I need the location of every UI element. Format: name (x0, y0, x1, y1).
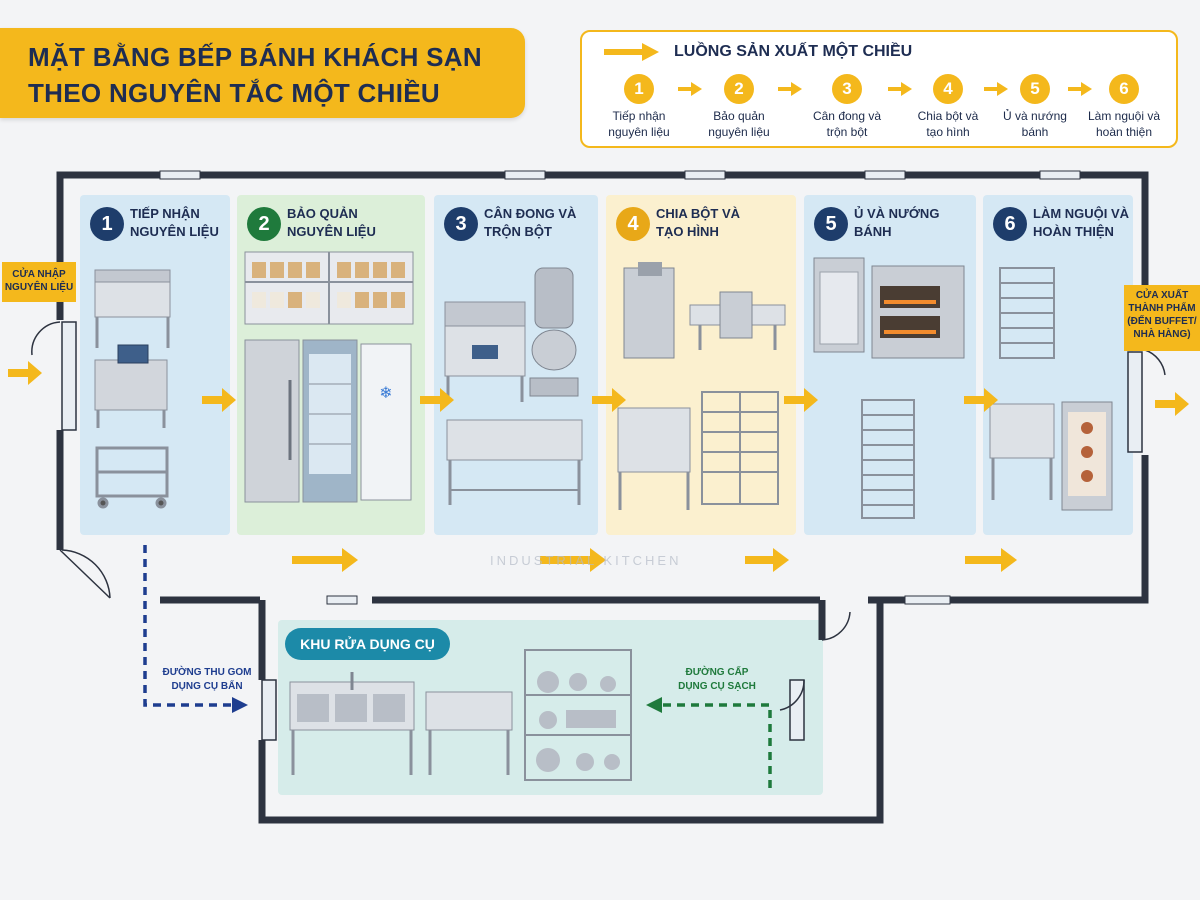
arrow-right-icon (678, 82, 702, 96)
legend-step-2: 2 Bảo quản nguyên liệu (684, 74, 794, 140)
zone-proofing-baking: 5 Ủ VÀ NƯỚNG BÁNH (804, 195, 976, 535)
title-banner: MẶT BẰNG BẾP BÁNH KHÁCH SẠN THEO NGUYÊN … (0, 28, 525, 118)
legend-step-number: 1 (624, 74, 654, 104)
legend-step-label: Ủ và nướng bánh (1003, 109, 1067, 139)
door-wash-dirty (261, 679, 277, 741)
legend-step-number: 3 (832, 74, 862, 104)
arrow-right-icon (984, 82, 1008, 96)
door-wash-clean (779, 611, 851, 741)
arrow-right-icon (784, 388, 818, 412)
arrow-right-icon (592, 388, 626, 412)
windows (159, 170, 1081, 605)
arrow-right-icon (292, 548, 358, 572)
legend-step-number: 4 (933, 74, 963, 104)
arrow-right-icon (1068, 82, 1092, 96)
shaping-worktable (617, 407, 691, 510)
legend-arrow-icon (604, 43, 659, 61)
legend-step-5: 5 Ủ và nướng bánh (980, 74, 1090, 140)
legend-step-label: Tiếp nhận nguyên liệu (608, 109, 670, 139)
deck-oven (871, 265, 965, 359)
arrow-right-icon (964, 388, 998, 412)
zone-label: TIẾP NHẬN NGUYÊN LIỆU (130, 206, 219, 239)
utensil-shelf (524, 649, 632, 781)
finishing-worktable (989, 403, 1055, 500)
clean-utensil-path (646, 697, 772, 788)
rack-trolley (861, 399, 915, 519)
platform-scale (94, 344, 168, 428)
triple-sink (289, 672, 415, 775)
title-line-1: MẶT BẰNG BẾP BÁNH KHÁCH SẠN (28, 42, 482, 72)
legend-step-number: 2 (724, 74, 754, 104)
exit-door-tag: CỬA XUẤT THÀNH PHẨM (ĐẾN BUFFET/ NHÀ HÀN… (1124, 285, 1200, 351)
arrow-right-icon (1155, 392, 1189, 416)
legend-step-1: 1 Tiếp nhận nguyên liệu (584, 74, 694, 140)
dough-divider (623, 262, 675, 359)
mixing-worktable (446, 419, 583, 505)
zone-number-badge: 5 (814, 207, 848, 241)
watermark: INDUSTRIAL KITCHEN (490, 553, 682, 568)
dirty-path-label: ĐƯỜNG THU GOM DỤNG CỤ BẨN (162, 667, 252, 692)
dirty-utensil-path (143, 545, 248, 713)
snowflake-icon: ❄ (379, 383, 392, 402)
legend-heading: LUỒNG SẢN XUẤT MỘT CHIỀU (604, 40, 912, 64)
zone-number-badge: 2 (247, 207, 281, 241)
weighing-table (444, 301, 526, 402)
zone-number-badge: 3 (444, 207, 478, 241)
arrow-right-icon (232, 697, 248, 713)
display-cabinet (1061, 401, 1113, 511)
zone-number-badge: 4 (616, 207, 650, 241)
washing-area-label: KHU RỬA DỤNG CỤ (285, 628, 450, 660)
arrow-right-icon (888, 82, 912, 96)
legend-step-label: Chia bột và tạo hình (917, 109, 979, 139)
ingredient-trolley (95, 446, 169, 509)
arrow-right-icon (745, 548, 789, 572)
freezer: ❄ (360, 343, 412, 501)
arrow-right-icon (778, 82, 802, 96)
legend-step-label: Bảo quản nguyên liệu (708, 109, 770, 139)
zone-label: CHIA BỘT VÀ TẠO HÌNH (656, 206, 741, 239)
glass-door-refrigerator (302, 339, 358, 503)
legend-step-label: Cân đong và trộn bột (812, 109, 882, 139)
title-line-2: THEO NGUYÊN TẮC MỘT CHIỀU (28, 78, 440, 108)
cooling-rack (999, 267, 1055, 359)
entry-door-tag: CỬA NHẬP NGUYÊN LIỆU (2, 262, 76, 302)
zone-label: LÀM NGUỘI VÀ HOÀN THIỆN (1033, 206, 1130, 239)
door-entry (31, 321, 77, 431)
arrow-right-icon (540, 548, 606, 572)
arrow-right-icon (420, 388, 454, 412)
planetary-mixer (529, 267, 579, 397)
receiving-worktable (94, 269, 171, 348)
legend-step-number: 6 (1109, 74, 1139, 104)
arrow-left-icon (646, 697, 662, 713)
dough-sheeter (689, 291, 786, 350)
wash-worktable (425, 691, 513, 775)
upright-refrigerator (244, 339, 300, 503)
legend-step-4: 4 Chia bột và tạo hình (893, 74, 1003, 140)
flow-legend: LUỒNG SẢN XUẤT MỘT CHIỀU 1 Tiếp nhận ngu… (580, 30, 1178, 148)
proofer-cabinet (813, 257, 865, 353)
legend-heading-text: LUỒNG SẢN XUẤT MỘT CHIỀU (674, 43, 913, 60)
legend-step-number: 5 (1020, 74, 1050, 104)
zone-number-badge: 1 (90, 207, 124, 241)
clean-path-label: ĐƯỜNG CẤP DỤNG CỤ SẠCH (678, 667, 756, 692)
arrow-right-icon (965, 548, 1017, 572)
zone-label: CÂN ĐONG VÀ TRỘN BỘT (484, 206, 577, 239)
kitchen-walls (56, 171, 1149, 824)
door-swing-left (59, 549, 111, 599)
legend-step-label: Làm nguội và hoàn thiện (1087, 109, 1161, 139)
zone-label: BẢO QUẢN NGUYÊN LIỆU (287, 206, 376, 239)
production-flow-arrows (8, 361, 1189, 572)
zone-label: Ủ VÀ NƯỚNG BÁNH (854, 206, 940, 239)
tray-cart (701, 391, 779, 505)
arrow-right-icon (202, 388, 236, 412)
arrow-right-icon (8, 361, 42, 385)
door-exit (1127, 349, 1166, 453)
legend-step-3: 3 Cân đong và trộn bột (792, 74, 902, 140)
legend-step-6: 6 Làm nguội và hoàn thiện (1069, 74, 1179, 140)
dry-storage-shelf (244, 251, 414, 325)
zone-number-badge: 6 (993, 207, 1027, 241)
